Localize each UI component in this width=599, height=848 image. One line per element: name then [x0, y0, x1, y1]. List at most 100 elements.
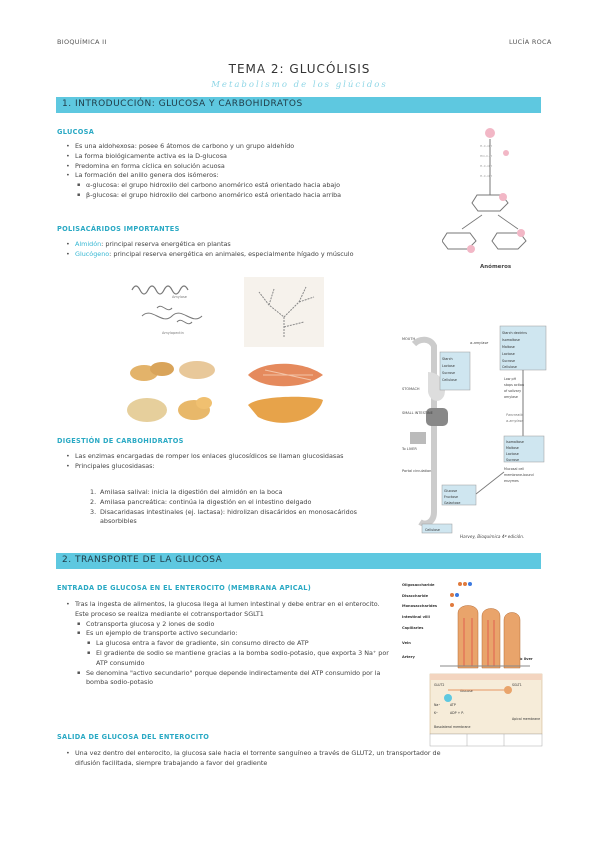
list-item: Almidón: principal reserva energética en…: [66, 240, 426, 250]
svg-text:Oligosaccharide: Oligosaccharide: [402, 583, 435, 587]
svg-text:SMALL INTESTINE: SMALL INTESTINE: [402, 411, 433, 415]
svg-text:Glucose: Glucose: [460, 689, 473, 693]
glucosa-list: Es una aldohexosa: posee 6 átomos de car…: [66, 142, 426, 201]
svg-text:MOUTH: MOUTH: [402, 337, 415, 341]
amylose-figure: Amylose Amylopectin: [131, 285, 203, 335]
svg-text:Fructose: Fructose: [444, 495, 458, 499]
list-item: El gradiente de sodio se mantiene gracia…: [66, 649, 391, 669]
list-item: La glucosa entra a favor de gradiente, s…: [66, 639, 391, 649]
list-item: Es un ejemplo de transporte activo secun…: [66, 629, 391, 639]
list-item: 1.Amilasa salival: inicia la digestión d…: [90, 488, 283, 496]
list-item: Se denomina "activo secundario" porque d…: [66, 669, 391, 689]
svg-text:Galactose: Galactose: [444, 501, 460, 505]
svg-text:Pancreatic: Pancreatic: [506, 413, 524, 417]
svg-text:Amylose: Amylose: [172, 295, 187, 299]
entrada-list: Tras la ingesta de alimentos, la glucosa…: [66, 600, 391, 688]
svg-text:Cellulose: Cellulose: [442, 378, 457, 382]
svg-text:SGLT1: SGLT1: [512, 683, 522, 687]
digestion-figure: MOUTH α-amylase STOMACH SMALL INTESTINE …: [401, 325, 547, 539]
glycogen-figure: [244, 277, 324, 347]
glucosidasas-list: 1.Amilasa salival: inicia la digestión d…: [66, 488, 366, 527]
svg-text:GLUT2: GLUT2: [434, 683, 444, 687]
heading-digestion: DIGESTIÓN DE CARBOHIDRATOS: [57, 437, 184, 445]
svg-text:α-amylase: α-amylase: [470, 341, 488, 345]
polisacaridos-list: Almidón: principal reserva energética en…: [66, 240, 426, 260]
svg-text:To liver: To liver: [518, 657, 533, 661]
svg-text:Maltose: Maltose: [502, 345, 515, 349]
svg-text:of salivary: of salivary: [504, 389, 521, 393]
svg-text:Starch dextrins: Starch dextrins: [502, 331, 527, 335]
svg-text:Portal circulation: Portal circulation: [402, 469, 431, 473]
svg-text:Basolateral membrane: Basolateral membrane: [434, 725, 470, 729]
svg-text:Apical membrane: Apical membrane: [512, 717, 540, 721]
svg-text:Na⁺: Na⁺: [434, 703, 440, 707]
svg-text:Disaccharide: Disaccharide: [402, 594, 429, 598]
section-band-1: 1. INTRODUCCIÓN: GLUCOSA Y CARBOHIDRATOS: [56, 97, 541, 113]
list-item: Tras la ingesta de alimentos, la glucosa…: [66, 600, 391, 620]
svg-text:Monosaccharides: Monosaccharides: [402, 604, 437, 608]
list-item: La formación del anillo genera dos isóme…: [66, 171, 426, 181]
heading-entrada: ENTRADA DE GLUCOSA EN EL ENTEROCITO (MEM…: [57, 584, 312, 592]
svg-text:Glucose: Glucose: [444, 489, 457, 493]
svg-text:Vein: Vein: [402, 641, 411, 645]
digestion-list: Las enzimas encargadas de romper los enl…: [66, 452, 366, 472]
list-item: 2.Amilasa pancreática: continúa la diges…: [90, 497, 312, 506]
food-figure: [127, 361, 215, 422]
svg-text:Lactose: Lactose: [506, 452, 519, 456]
svg-text:To LIVER: To LIVER: [401, 447, 417, 451]
list-item: Es una aldohexosa: posee 6 átomos de car…: [66, 142, 426, 152]
svg-text:Sucrose: Sucrose: [506, 458, 519, 462]
svg-text:Cellulose: Cellulose: [425, 528, 440, 532]
page-title: TEMA 2: GLUCÓLISIS: [228, 62, 371, 76]
list-item: Cotransporta glucosa y 2 iones de sodio: [66, 620, 391, 630]
svg-text:Lactose: Lactose: [502, 352, 515, 356]
salida-list: Una vez dentro del enterocito, la glucos…: [66, 749, 456, 769]
svg-text:Sucrose: Sucrose: [442, 371, 455, 375]
list-item: Una vez dentro del enterocito, la glucos…: [66, 749, 456, 769]
svg-text:Capillaries: Capillaries: [402, 626, 423, 630]
svg-text:Amylopectin: Amylopectin: [162, 331, 184, 335]
svg-text:H–C–OH: H–C–OH: [480, 164, 492, 168]
list-item: 3.Disacaridasas intestinales (ej. lactas…: [90, 507, 357, 526]
svg-text:Intestinal villi: Intestinal villi: [402, 615, 430, 619]
anomeros-label: Anómeros: [480, 263, 512, 270]
list-item: Glucógeno: principal reserva energética …: [66, 250, 426, 260]
svg-text:Lactose: Lactose: [442, 364, 455, 368]
heading-salida: SALIDA DE GLUCOSA DEL ENTEROCITO: [57, 733, 210, 741]
muscle-liver-figure: [248, 363, 323, 423]
svg-text:Sucrose: Sucrose: [502, 359, 515, 363]
svg-text:enzymes: enzymes: [504, 479, 519, 483]
svg-text:HO–C–H: HO–C–H: [480, 154, 492, 158]
svg-text:Maltose: Maltose: [506, 446, 519, 450]
svg-text:Mucosal cell: Mucosal cell: [504, 467, 524, 471]
svg-text:ADP + Pᵢ: ADP + Pᵢ: [450, 711, 464, 715]
svg-text:Artery: Artery: [402, 655, 415, 659]
list-item: Principales glucosidasas:: [66, 462, 366, 472]
page-subtitle: Metabolismo de los glúcidos: [211, 80, 388, 90]
list-item: Las enzimas encargadas de romper los enl…: [66, 452, 366, 462]
list-item: α-glucosa: el grupo hidroxilo del carbon…: [66, 181, 426, 191]
transport-figure: Oligosaccharide Disaccharide Monosacchar…: [402, 582, 543, 747]
header-course: BIOQUÍMICA II: [57, 38, 107, 46]
svg-text:K⁺: K⁺: [434, 711, 438, 715]
heading-polisacaridos: POLISACÁRIDOS IMPORTANTES: [57, 225, 180, 233]
figure-caption: Harvey, Bioquímica 4ª edición.: [460, 534, 524, 539]
list-item: Predomina en forma cíclica en solución a…: [66, 162, 426, 172]
svg-text:Cellulose: Cellulose: [502, 365, 517, 369]
term-glucogeno: Glucógeno: [75, 249, 110, 258]
svg-text:Low pH: Low pH: [504, 377, 517, 381]
svg-text:membrane-bound: membrane-bound: [504, 473, 534, 477]
svg-text:H–C–OH: H–C–OH: [480, 144, 492, 148]
term-almidon: Almidón: [75, 240, 102, 248]
svg-text:stops action: stops action: [504, 383, 524, 387]
section-band-2: 2. TRANSPORTE DE LA GLUCOSA: [56, 553, 541, 569]
heading-glucosa: GLUCOSA: [57, 128, 95, 136]
list-item: β-glucosa: el grupo hidroxilo del carbon…: [66, 191, 426, 201]
svg-text:α-amylase: α-amylase: [506, 419, 523, 423]
svg-text:Starch: Starch: [442, 357, 453, 361]
svg-text:Isomaltose: Isomaltose: [506, 440, 524, 444]
header-author: LUCÍA ROCA: [509, 38, 552, 46]
svg-text:STOMACH: STOMACH: [402, 387, 420, 391]
svg-text:Isomaltose: Isomaltose: [502, 338, 520, 342]
